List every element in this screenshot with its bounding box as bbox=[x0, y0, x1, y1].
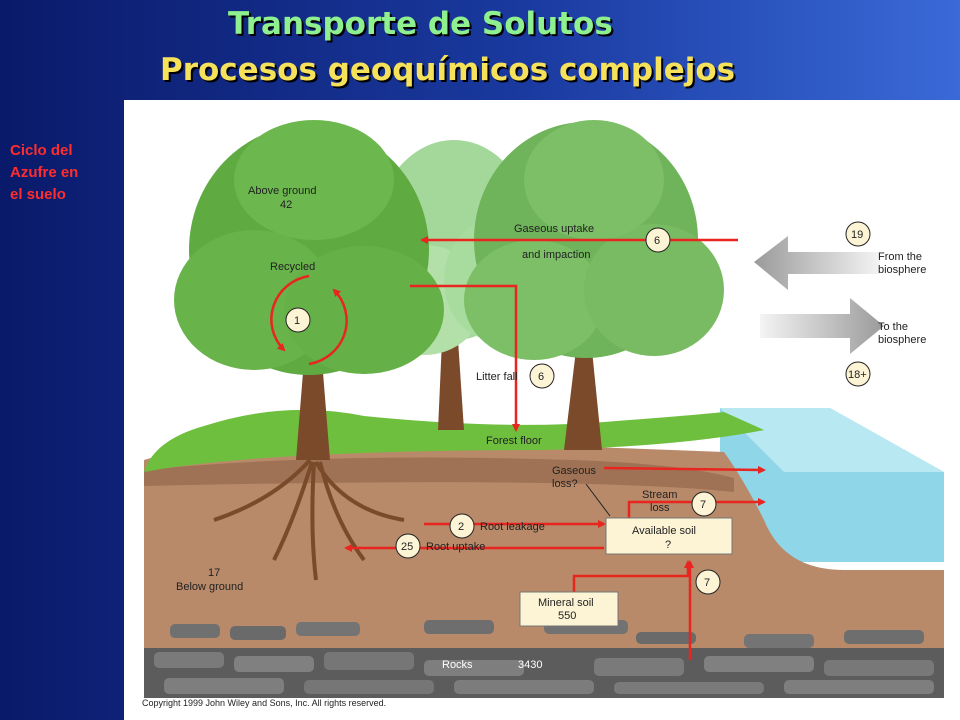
mineral-soil-badge-text: 7 bbox=[704, 577, 710, 589]
litter-fall-arrow bbox=[410, 284, 520, 432]
gaseous-uptake-badge bbox=[645, 227, 671, 253]
from-biosphere-badge-text: 19 bbox=[851, 229, 863, 241]
recycled-arrow-left bbox=[270, 274, 310, 352]
recycled-label: Recycled bbox=[270, 261, 315, 273]
stream-loss-line2: loss bbox=[650, 502, 670, 514]
sulfur-cycle-diagram: Above ground 42 Recycled 1 Gaseous uptak… bbox=[124, 100, 960, 720]
page-subtitle: Procesos geoquímicos complejos bbox=[160, 52, 736, 88]
from-biosphere-line2: biosphere bbox=[878, 264, 926, 276]
water-surface bbox=[720, 408, 944, 472]
gaseous-uptake-badge-text: 6 bbox=[654, 235, 660, 247]
root-leakage-label: Root leakage bbox=[480, 521, 545, 533]
recycled-badge bbox=[285, 307, 311, 333]
to-biosphere-badge bbox=[845, 361, 871, 387]
recycled-badge-text: 1 bbox=[294, 315, 300, 327]
mineral-soil-box bbox=[519, 591, 619, 627]
gaseous-loss-pointer bbox=[585, 483, 611, 517]
below-ground-value: 17 bbox=[208, 567, 220, 579]
stream-loss-badge bbox=[691, 491, 717, 517]
root-uptake-badge-text: 25 bbox=[401, 541, 413, 553]
root-uptake-label: Root uptake bbox=[426, 541, 485, 553]
diagram-canvas: Above ground 42 Recycled 1 Gaseous uptak… bbox=[142, 120, 944, 708]
from-biosphere-badge bbox=[845, 221, 871, 247]
gaseous-loss-line1: Gaseous bbox=[552, 465, 597, 477]
gaseous-uptake-line1: Gaseous uptake bbox=[514, 223, 594, 235]
front-tree bbox=[174, 120, 444, 581]
from-biosphere-line1: From the bbox=[878, 251, 922, 263]
copyright-text: Copyright 1999 John Wiley and Sons, Inc.… bbox=[142, 698, 386, 708]
litter-fall-badge bbox=[529, 363, 555, 389]
root-uptake-badge bbox=[395, 533, 421, 559]
root-leakage-badge bbox=[449, 513, 475, 539]
gaseous-loss-arrow bbox=[603, 465, 766, 474]
mineral-soil-line2: 550 bbox=[558, 610, 576, 622]
gaseous-loss-line2: loss? bbox=[552, 478, 578, 490]
from-biosphere-arrow bbox=[754, 236, 880, 290]
page-title: Transporte de Solutos bbox=[228, 6, 613, 42]
side-caption-line: Ciclo del bbox=[10, 142, 73, 159]
rocks-value: 3430 bbox=[518, 659, 542, 671]
to-biosphere-arrow bbox=[760, 298, 884, 354]
recycled-arrow-right bbox=[308, 288, 348, 366]
to-biosphere-line1: To the bbox=[878, 321, 908, 333]
below-ground-label: Below ground bbox=[176, 581, 243, 593]
topsoil-band bbox=[144, 457, 734, 492]
available-soil-line1: Available soil bbox=[632, 525, 696, 537]
rock-layer bbox=[144, 620, 944, 698]
available-soil-line2: ? bbox=[665, 539, 671, 551]
weathering-arrow bbox=[572, 560, 692, 592]
gaseous-uptake-line2: and impaction bbox=[522, 249, 591, 261]
mineral-soil-line1: Mineral soil bbox=[538, 597, 594, 609]
above-ground-label: Above ground bbox=[248, 185, 317, 197]
to-biosphere-line2: biosphere bbox=[878, 334, 926, 346]
litter-fall-label: Litter fall bbox=[476, 371, 518, 383]
stream-loss-badge-text: 7 bbox=[700, 499, 706, 511]
forest-floor-label: Forest floor bbox=[486, 435, 542, 447]
stream-loss-line1: Stream bbox=[642, 489, 677, 501]
above-ground-value: 42 bbox=[280, 199, 292, 211]
side-caption-line: Azufre en bbox=[10, 164, 79, 181]
root-leakage-badge-text: 2 bbox=[458, 521, 464, 533]
side-caption-line: el suelo bbox=[10, 186, 66, 203]
side-caption: Ciclo del Azufre en el suelo bbox=[10, 140, 120, 206]
rocks-label: Rocks bbox=[442, 659, 473, 671]
litter-fall-badge-text: 6 bbox=[538, 371, 544, 383]
available-soil-box bbox=[605, 517, 733, 555]
to-biosphere-badge-text: 18+ bbox=[848, 369, 867, 381]
mineral-soil-badge bbox=[695, 569, 721, 595]
